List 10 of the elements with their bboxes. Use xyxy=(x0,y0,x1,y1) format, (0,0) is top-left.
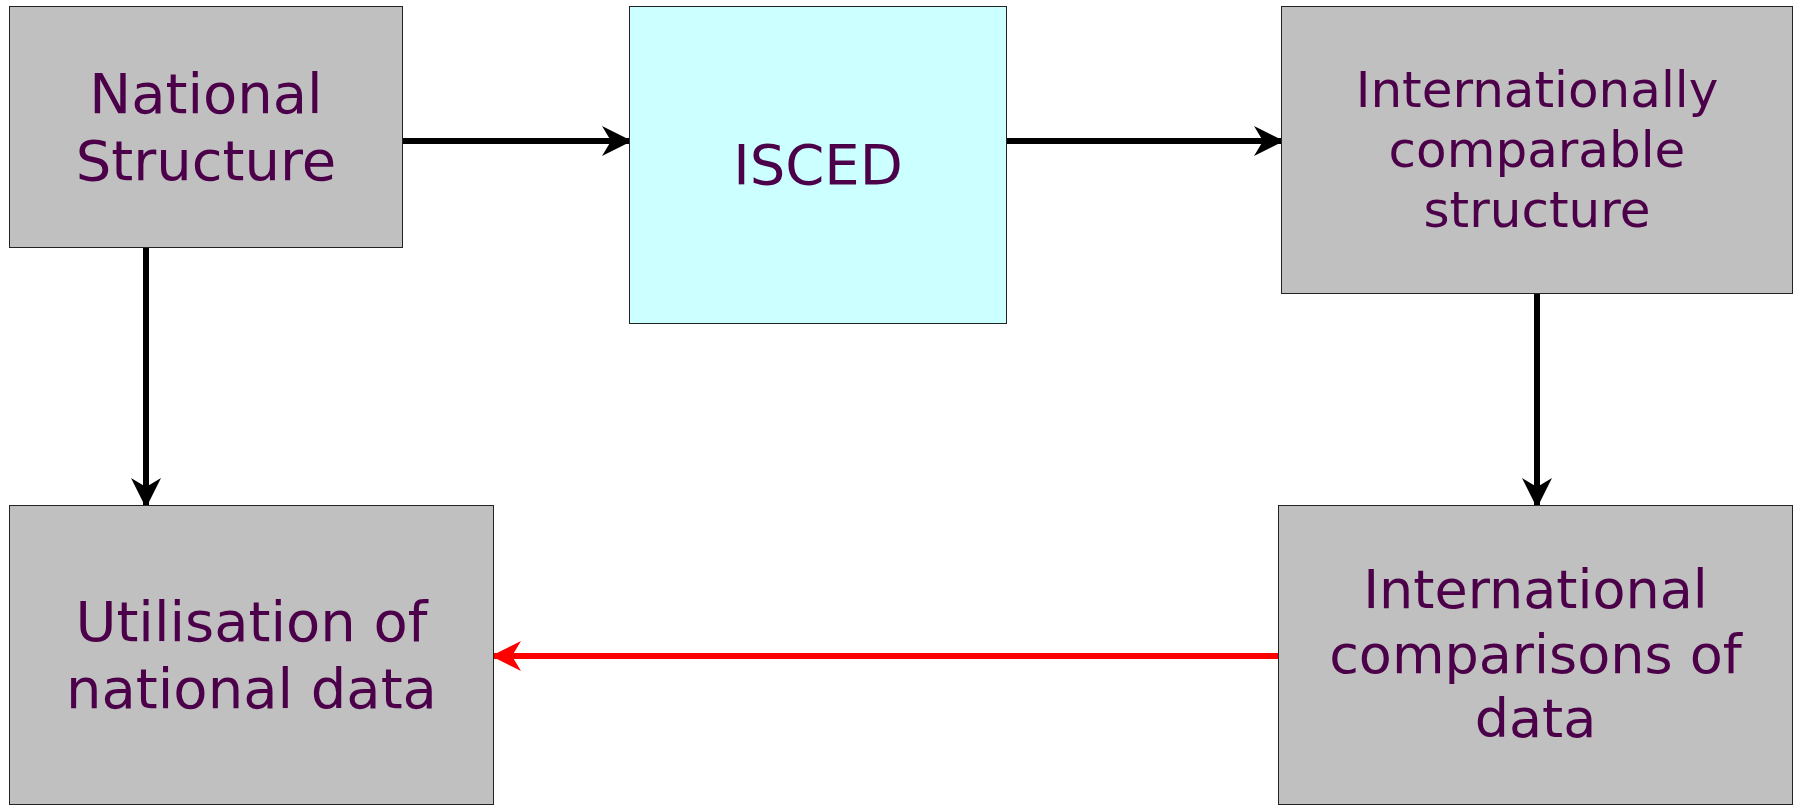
box-label: Utilisation of national data xyxy=(65,587,438,723)
process-box xyxy=(1278,505,1793,805)
process-box xyxy=(1281,6,1793,294)
process-box xyxy=(9,505,494,805)
process-box xyxy=(629,6,1007,324)
box-label: National Structure xyxy=(74,59,338,195)
process-box xyxy=(9,6,403,248)
box-label: International comparisons of data xyxy=(1328,557,1744,753)
box-label: ISCED xyxy=(733,131,903,199)
box-label: Internationally comparable structure xyxy=(1354,60,1720,240)
